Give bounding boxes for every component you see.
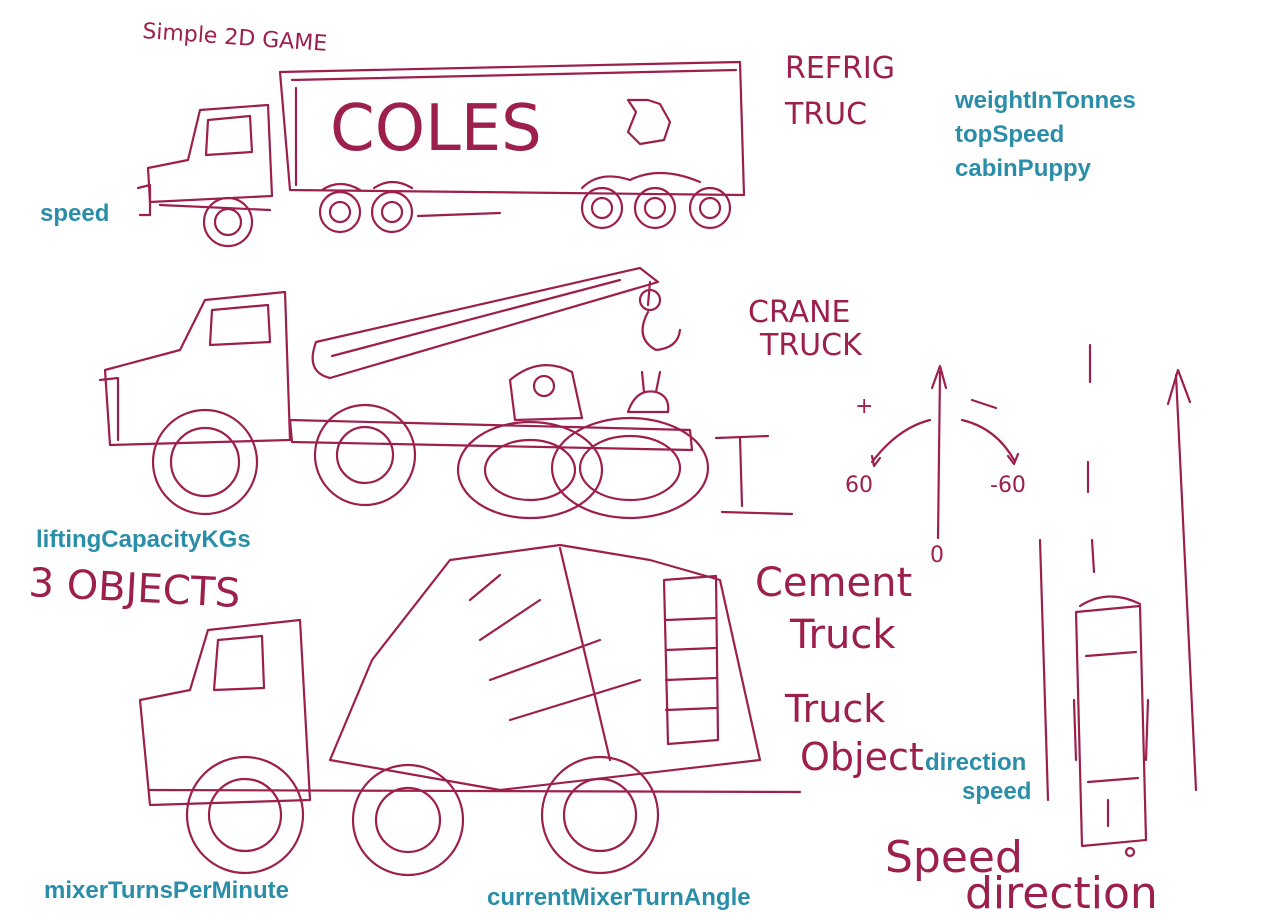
- direction-handwriting: direction: [965, 868, 1158, 919]
- three-objects-note: 3 OBJECTS: [27, 560, 241, 617]
- crane-label-line1: CRANE: [748, 295, 851, 330]
- crane-label-line2: TRUCK: [759, 328, 863, 363]
- truck-object-line1: Truck: [784, 687, 885, 731]
- refrigerated-truck-sketch: COLES: [136, 60, 746, 248]
- cement-label-line2: Truck: [789, 612, 896, 658]
- cement-truck-sketch: [138, 543, 802, 877]
- angle-left-label: 60: [845, 473, 873, 498]
- steering-angle-diagram: [870, 364, 1020, 540]
- title-handwriting: Simple 2D GAME: [142, 19, 328, 57]
- coles-logo-text: COLES: [330, 92, 542, 166]
- direction-label: direction: [925, 749, 1027, 776]
- top-down-truck-sketch: [1038, 343, 1198, 858]
- truck-object-line2: Object: [800, 735, 924, 779]
- weight-in-tonnes-label: weightInTonnes: [955, 87, 1136, 114]
- zero-label: 0: [930, 543, 944, 568]
- mixer-turns-label: mixerTurnsPerMinute: [44, 877, 289, 904]
- angle-right-label: -60: [990, 473, 1026, 498]
- speed-handwriting: Speed: [885, 832, 1023, 883]
- top-speed-label: topSpeed: [955, 121, 1065, 148]
- plus-sign: +: [855, 394, 873, 419]
- lifting-capacity-label: liftingCapacityKGs: [36, 526, 251, 553]
- cement-label-line1: Cement: [755, 560, 912, 606]
- crane-truck-sketch: [98, 266, 794, 520]
- refrig-label-line1: REFRIG: [785, 51, 895, 86]
- speed-label-topdown: speed: [962, 778, 1032, 805]
- speed-label-refrig: speed: [40, 200, 110, 227]
- cabin-puppy-label: cabinPuppy: [955, 155, 1092, 182]
- refrig-label-line2: TRUC: [784, 97, 867, 132]
- mixer-angle-label: currentMixerTurnAngle: [487, 884, 751, 911]
